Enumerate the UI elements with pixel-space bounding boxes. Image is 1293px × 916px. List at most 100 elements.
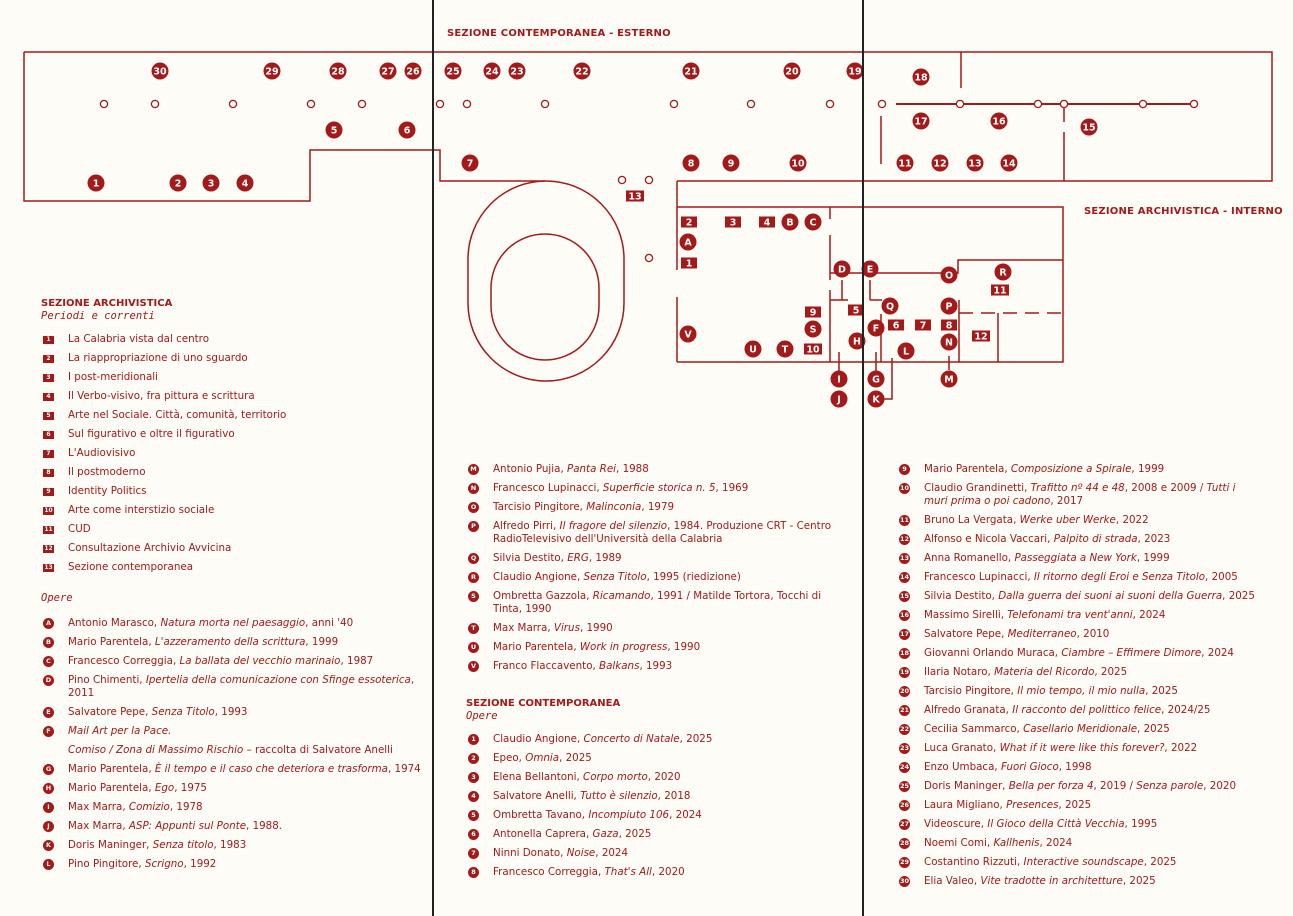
archive-work-marker-label: G	[872, 375, 880, 386]
marker-icon: 4	[468, 791, 479, 802]
page-fold-left	[432, 0, 434, 916]
archive-work-marker-shape	[940, 333, 958, 351]
contemporary-work-marker-shape	[931, 154, 949, 172]
marker-icon: 19	[899, 667, 910, 678]
work-title: Bella per forza 4	[1008, 780, 1094, 792]
contemporary-work-marker-label: 13	[968, 159, 981, 170]
item-text: Antonio Pujia,	[493, 463, 567, 475]
work-title: Il fragore del silenzio	[559, 520, 668, 532]
item-text: Max Marra,	[68, 801, 129, 813]
period-marker-shape	[972, 330, 990, 342]
archive-work-marker-label: D	[838, 265, 846, 276]
contemporary-work-marker-shape	[783, 62, 801, 80]
period-marker-label: 2	[686, 218, 693, 229]
contemporary-work-marker-shape	[789, 154, 807, 172]
item-text: La Calabria vista dal centro	[68, 333, 209, 345]
work-title: Telefonami tra vent'anni	[1007, 609, 1133, 621]
item-text: , 1998	[1058, 761, 1092, 773]
marker-icon: G	[43, 764, 54, 775]
archive-work-marker-label: H	[853, 337, 861, 348]
marker-icon: E	[43, 707, 54, 718]
list-item: Comiso / Zona di Massimo Rischio – racco…	[41, 744, 426, 757]
work-title: Werke uber Werke	[1019, 514, 1116, 526]
marker-icon: 24	[899, 762, 910, 773]
contemporary-work-marker: 13	[966, 154, 984, 172]
marker-icon: 6	[468, 829, 479, 840]
work-title: Presences	[1006, 799, 1059, 811]
work-title: Ipertelia della comunicazione con Sfinge…	[145, 674, 411, 686]
archive-work-marker: V	[679, 325, 697, 343]
list-item: 1 La Calabria vista dal centro	[41, 333, 426, 346]
period-marker-icon: 7	[43, 450, 54, 458]
item-text: , 2024	[1132, 609, 1166, 621]
work-title: Dalla guerra dei suoni ai suoni della Gu…	[998, 590, 1223, 602]
contemporary-work-marker-shape	[169, 174, 187, 192]
item-text: Elia Valeo,	[924, 875, 981, 887]
marker-icon: 17	[899, 629, 910, 640]
item-text: , 1999	[1131, 463, 1165, 475]
period-marker-shape	[626, 190, 644, 202]
item-text: Doris Maninger,	[924, 780, 1009, 792]
marker-icon: 23	[899, 743, 910, 754]
section-subtitle: Opere	[466, 710, 498, 722]
item-text: Costantino Rizzuti,	[924, 856, 1024, 868]
column-point-icon	[1189, 99, 1199, 109]
period-marker-icon: 10	[43, 507, 54, 515]
contemporary-work-marker-shape	[444, 62, 462, 80]
item-text: Antonio Marasco,	[68, 617, 161, 629]
work-title: Virus	[553, 622, 580, 634]
archive-work-marker: O	[940, 266, 958, 284]
archive-work-marker-shape	[830, 390, 848, 408]
work-title: Composizione a Spirale	[1010, 463, 1132, 475]
contemporary-work-marker-label: 29	[265, 67, 278, 78]
archive-work-marker: J	[830, 390, 848, 408]
item-text: , 1987	[340, 655, 374, 667]
contemporary-work-marker: 14	[1000, 154, 1018, 172]
marker-icon: 15	[899, 591, 910, 602]
item-text: Noemi Comi,	[924, 837, 994, 849]
archive-work-marker-label: J	[836, 395, 841, 406]
marker-icon: S	[468, 591, 479, 602]
item-text: , 2023	[1137, 533, 1171, 545]
contemporary-work-marker-label: 30	[153, 67, 167, 78]
archive-work-marker-shape	[679, 233, 697, 251]
contemporary-work-marker-label: 17	[914, 117, 927, 128]
archive-work-marker-label: U	[749, 345, 757, 356]
contemporary-work-marker: 6	[398, 121, 416, 139]
period-marker-label: 8	[946, 321, 953, 332]
archive-work-marker-shape	[679, 325, 697, 343]
section-subtitle: Periodi e correnti	[41, 310, 155, 322]
work-title: Fuori Gioco	[1000, 761, 1059, 773]
item-text: , 1995 (riedizione)	[646, 571, 741, 583]
work-title: What if it were like this forever?	[999, 742, 1165, 754]
item-text: , 1988	[616, 463, 649, 475]
work-title: Senza Titolo	[583, 571, 647, 583]
item-text: , anni '40	[305, 617, 354, 629]
contemporary-work-marker-label: 5	[331, 126, 338, 137]
archive-work-marker: A	[679, 233, 697, 251]
item-text: Max Marra,	[493, 622, 554, 634]
contemporary-work-marker-label: 3	[208, 179, 215, 190]
work-title: Senza parole	[1136, 780, 1204, 792]
period-marker: 7	[915, 319, 931, 332]
archive-work-marker-shape	[867, 319, 885, 337]
contemporary-work-marker: 7	[461, 154, 479, 172]
period-marker-icon: 1	[43, 336, 54, 344]
archive-work-marker-label: R	[999, 268, 1007, 279]
contemporary-work-marker-shape	[846, 62, 864, 80]
column-point-icon	[357, 99, 367, 109]
contemporary-work-marker: 18	[912, 68, 930, 86]
archive-work-marker-shape	[881, 297, 899, 315]
contemporary-work-marker-shape	[682, 62, 700, 80]
work-title: Il Gioco della Città Vecchia	[987, 818, 1125, 830]
